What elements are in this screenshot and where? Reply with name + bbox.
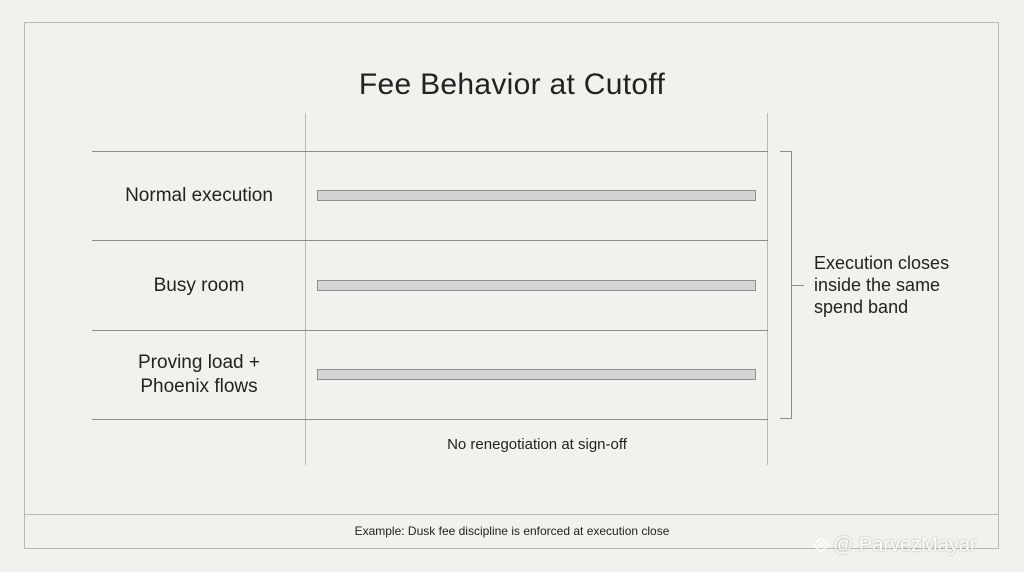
footer-caption: Example: Dusk fee discipline is enforced… <box>354 524 670 538</box>
right-column-divider <box>767 113 768 465</box>
bracket-annotation: Execution closes inside the same spend b… <box>814 252 994 318</box>
row-line-top <box>92 151 768 152</box>
footer-divider <box>24 514 999 515</box>
diamond-logo-icon <box>812 536 830 554</box>
annotation-line: inside the same <box>814 275 941 295</box>
bottom-note: No renegotiation at sign-off <box>447 436 627 453</box>
fee-bar-proving-load <box>317 369 756 380</box>
left-column-divider <box>305 113 306 465</box>
row-label-normal-execution: Normal execution <box>92 184 306 208</box>
diagram-title: Fee Behavior at Cutoff <box>358 68 666 101</box>
row-line-bottom <box>92 419 768 420</box>
row-line-1 <box>92 240 768 241</box>
fee-bar-normal-execution <box>317 190 756 201</box>
row-label-busy-room: Busy room <box>92 274 306 298</box>
row-label-line: Normal execution <box>125 185 273 206</box>
row-label-proving-load: Proving load + Phoenix flows <box>92 351 306 399</box>
watermark-text: @ ParvezMayar <box>833 534 977 556</box>
outer-frame <box>24 22 999 549</box>
annotation-line: spend band <box>814 297 909 317</box>
row-line-2 <box>92 330 768 331</box>
fee-bar-busy-room <box>317 280 756 291</box>
row-label-line: Phoenix flows <box>140 376 258 397</box>
row-label-line: Busy room <box>153 275 245 296</box>
bracket-pointer <box>792 285 804 286</box>
annotation-line: Execution closes <box>814 253 950 273</box>
row-label-line: Proving load + <box>138 352 260 373</box>
watermark: @ ParvezMayar <box>812 534 977 557</box>
grouping-bracket <box>780 151 792 419</box>
